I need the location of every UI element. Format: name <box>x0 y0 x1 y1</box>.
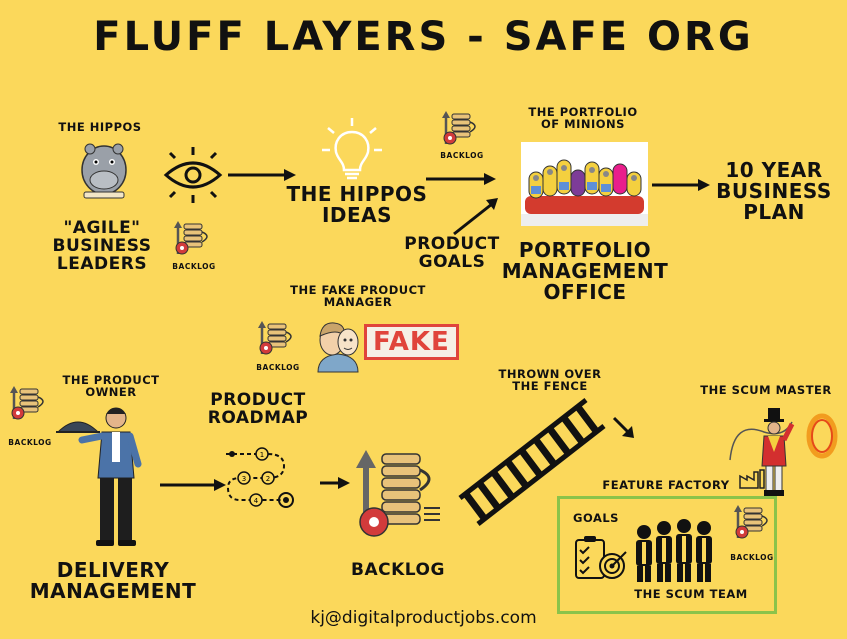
backlog-small-label: BACKLOG <box>730 553 774 562</box>
backlog-icon <box>174 221 208 255</box>
roadmap-step-label: 2 <box>266 475 270 483</box>
goals-label: GOALS <box>573 511 619 525</box>
pmo-label: PORTFOLIO MANAGEMENT OFFICE <box>501 238 669 304</box>
roadmap-step-label: 4 <box>254 497 259 505</box>
hippos-ideas-label: THE HIPPOS IDEAS <box>286 182 428 227</box>
arrow-icon <box>320 477 350 489</box>
the-hippos-label: THE HIPPOS <box>58 120 142 134</box>
delivery-management-label: DELIVERY MANAGEMENT <box>29 558 197 603</box>
roadmap-step-label: 1 <box>260 451 264 459</box>
factory-icon <box>739 469 765 489</box>
arrow-icon <box>228 169 296 181</box>
railroad-track-icon <box>458 398 606 526</box>
scum-team-label: THE SCUM TEAM <box>634 587 748 601</box>
arrow-icon <box>453 198 498 236</box>
workers-team-icon <box>636 519 712 582</box>
fake-pm-label: THE FAKE PRODUCT MANAGER <box>290 283 426 310</box>
backlog-small-label: BACKLOG <box>440 151 484 160</box>
arrow-icon <box>612 416 634 438</box>
fake-stamp: FAKE <box>364 324 459 360</box>
backlog-small-label: BACKLOG <box>172 262 216 271</box>
backlog-large-label: BACKLOG <box>351 560 445 580</box>
roadmap-icon: 1 2 3 4 <box>226 447 294 508</box>
minions-image <box>521 142 648 226</box>
product-roadmap-label: PRODUCT ROADMAP <box>207 390 309 428</box>
scum-team-box <box>557 496 777 614</box>
goals-checklist-icon <box>575 536 627 579</box>
product-goals-label: PRODUCT GOALS <box>404 234 500 272</box>
eye-icon <box>163 147 223 203</box>
backlog-small-label: BACKLOG <box>8 438 52 447</box>
portfolio-minions-label: THE PORTFOLIO OF MINIONS <box>528 105 638 132</box>
arrow-icon <box>652 179 710 191</box>
thrown-over-fence-label: THROWN OVER THE FENCE <box>498 367 602 394</box>
backlog-icon <box>10 386 44 420</box>
backlog-small-label: BACKLOG <box>256 363 300 372</box>
contact-email[interactable]: kj@digitalproductjobs.com <box>310 608 537 628</box>
backlog-icon <box>442 111 476 145</box>
agile-leaders-label: "AGILE" BUSINESS LEADERS <box>52 218 152 274</box>
roadmap-step-label: 3 <box>242 475 246 483</box>
backlog-icon <box>258 321 292 355</box>
backlog-large-icon <box>356 450 440 537</box>
lightbulb-icon <box>322 118 382 180</box>
feature-factory-label: FEATURE FACTORY <box>602 478 730 492</box>
arrow-icon <box>160 479 226 491</box>
ringmaster-icon <box>729 408 838 496</box>
ten-year-plan-label: 10 YEAR BUSINESS PLAN <box>716 158 832 224</box>
product-owner-label: THE PRODUCT OWNER <box>62 373 160 400</box>
waiter-icon <box>56 407 142 546</box>
page-title: FLUFF LAYERS - SAFE ORG <box>93 14 754 60</box>
arrow-icon <box>426 173 496 185</box>
scum-master-label: THE SCUM MASTER <box>700 383 832 397</box>
hippo-icon <box>81 143 127 199</box>
mask-person-icon <box>317 322 359 373</box>
backlog-icon <box>734 505 768 539</box>
